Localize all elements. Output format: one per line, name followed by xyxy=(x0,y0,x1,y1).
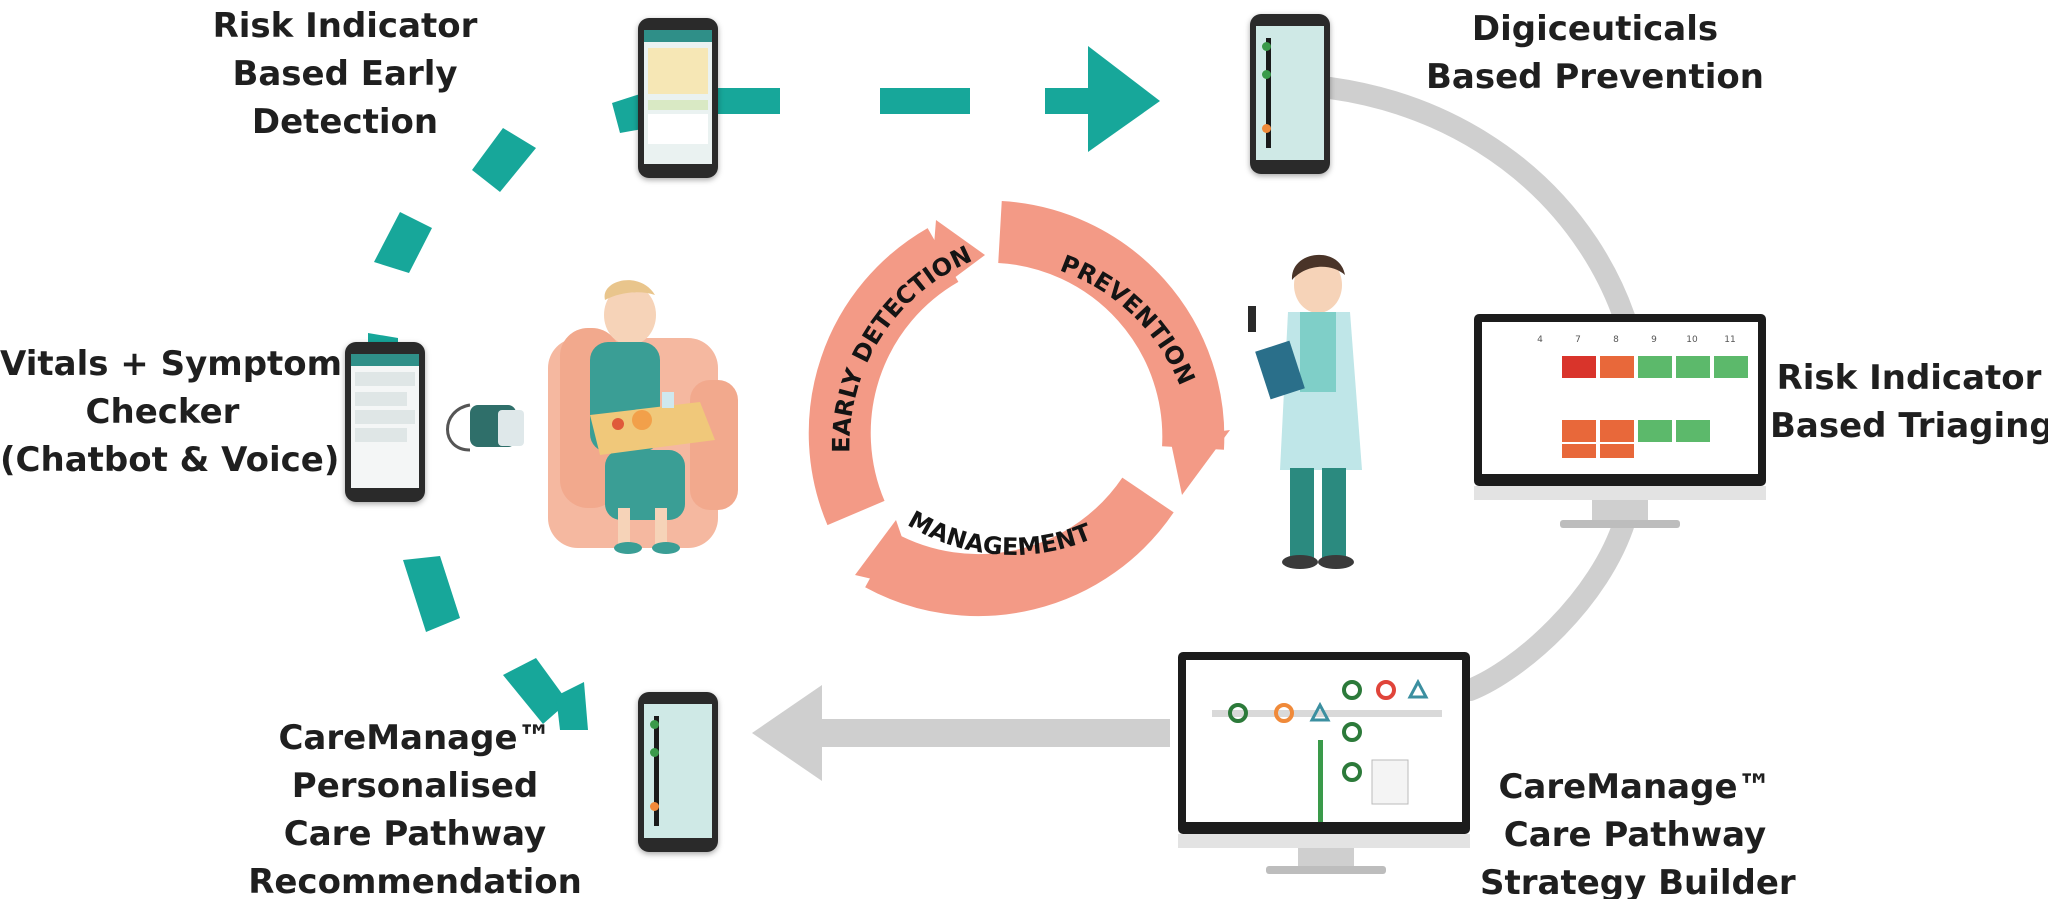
triage-day-header: 9 xyxy=(1651,335,1657,345)
label-line: Detection xyxy=(251,102,439,142)
teal-dashed-arc xyxy=(368,46,1160,730)
label-line: Vitals + Symptom xyxy=(0,344,343,384)
label-line: Risk Indicator xyxy=(212,6,478,46)
label-line: Based Prevention xyxy=(1426,57,1764,97)
smartphone-icon xyxy=(638,18,718,178)
label-vitals-checker: Vitals + Symptom Checker (Chatbot & Voic… xyxy=(0,340,343,484)
desktop-monitor-icon xyxy=(1178,652,1470,874)
label-strategy-builder: CareManage™ Care Pathway Strategy Builde… xyxy=(1480,763,1796,899)
elderly-patient-illustration xyxy=(548,280,738,554)
label-line: Personalised xyxy=(291,766,539,806)
gray-left-arrow xyxy=(752,685,1170,781)
triage-day-header: 11 xyxy=(1724,335,1735,345)
label-prevention: Digiceuticals Based Prevention xyxy=(1405,5,1785,101)
triage-day-header: 8 xyxy=(1613,335,1619,345)
blood-pressure-monitor-icon xyxy=(446,403,524,452)
label-pathway-recommendation: CareManage™ Personalised Care Pathway Re… xyxy=(245,714,585,899)
triage-day-header: 4 xyxy=(1537,335,1543,345)
smartphone-icon xyxy=(1250,14,1330,174)
label-line: Risk Indicator xyxy=(1776,358,2042,398)
central-cycle: EARLY DETECTION PREVENTION MANAGEMENT xyxy=(808,201,1230,617)
label-line: Care Pathway xyxy=(1503,815,1767,855)
label-line: Digiceuticals xyxy=(1471,9,1719,49)
label-line: Checker xyxy=(85,392,240,432)
label-line: Based Early xyxy=(232,54,458,94)
teal-arrowhead xyxy=(1088,46,1160,152)
label-triaging: Risk Indicator Based Triaging xyxy=(1770,354,2048,450)
label-line: Recommendation xyxy=(248,862,582,899)
label-line: Strategy Builder xyxy=(1480,863,1796,899)
triage-schedule-cells xyxy=(1562,356,1748,458)
triage-day-header: 7 xyxy=(1575,335,1581,345)
desktop-monitor-icon: 4 7 8 9 10 11 xyxy=(1474,314,1766,528)
smartphone-icon xyxy=(638,692,718,852)
smartphone-icon xyxy=(345,342,425,502)
pathway-builder-canvas xyxy=(1212,678,1442,822)
label-line: (Chatbot & Voice) xyxy=(0,440,340,480)
label-line: CareManage™ xyxy=(278,718,552,758)
triage-day-header: 10 xyxy=(1686,335,1698,345)
label-early-detection: Risk Indicator Based Early Detection xyxy=(195,2,495,146)
label-line: CareManage™ xyxy=(1498,767,1772,807)
label-line: Based Triaging xyxy=(1770,406,2048,446)
doctor-illustration xyxy=(1248,254,1362,569)
label-line: Care Pathway xyxy=(283,814,547,854)
